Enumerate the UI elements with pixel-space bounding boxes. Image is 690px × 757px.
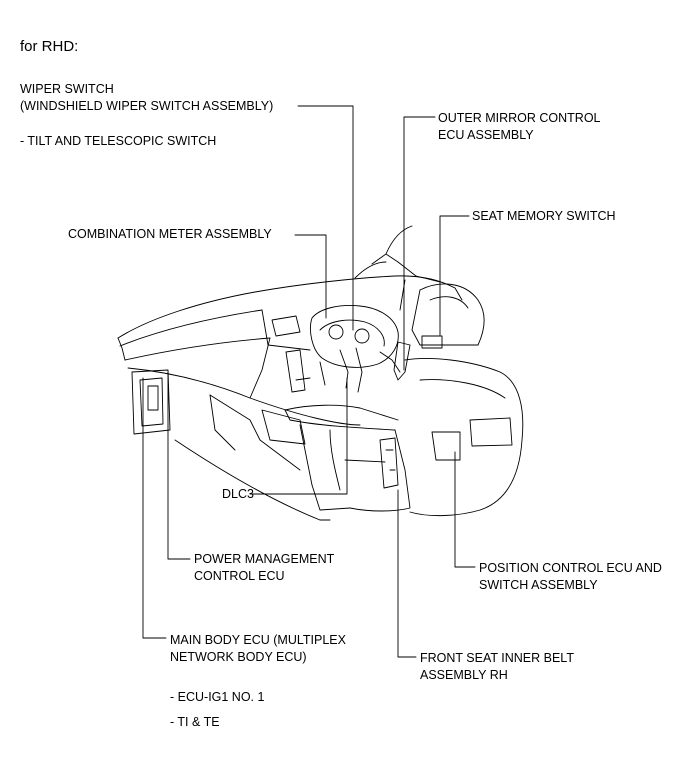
wiper-switch-label: WIPER SWITCH (WINDSHIELD WIPER SWITCH AS…: [20, 81, 273, 115]
main-body-ecu-label: MAIN BODY ECU (MULTIPLEX NETWORK BODY EC…: [170, 632, 346, 666]
power-management-line-2: CONTROL ECU: [194, 569, 285, 583]
outer-mirror-leader: [403, 116, 436, 371]
wiper-switch-line-1: WIPER SWITCH: [20, 82, 114, 96]
power-management-label: POWER MANAGEMENT CONTROL ECU: [194, 551, 334, 585]
dashboard-outline: [117, 253, 456, 521]
dlc3-label: DLC3: [222, 487, 254, 501]
power-management-leader: [167, 371, 191, 560]
front-seat-belt-line-1: FRONT SEAT INNER BELT: [420, 651, 574, 665]
outer-mirror-line-2: ECU ASSEMBLY: [438, 128, 534, 142]
front-seat-belt-label: FRONT SEAT INNER BELT ASSEMBLY RH: [420, 650, 574, 684]
power-management-line-1: POWER MANAGEMENT: [194, 552, 335, 566]
position-control-leader: [454, 451, 476, 568]
leader-lines: [142, 105, 476, 658]
position-control-label: POSITION CONTROL ECU AND SWITCH ASSEMBLY: [479, 560, 662, 594]
main-body-ecu-line-2: NETWORK BODY ECU): [170, 650, 307, 664]
wiper-switch-line-2: (WINDSHIELD WIPER SWITCH ASSEMBLY): [20, 99, 274, 113]
tilt-telescopic-switch-label: - TILT AND TELESCOPIC SWITCH: [20, 134, 217, 148]
windshield-outline: [385, 225, 463, 311]
seat-memory-leader: [439, 215, 470, 336]
ecu-ig1-label: - ECU-IG1 NO. 1: [170, 690, 265, 704]
main-body-ecu-leader: [142, 377, 167, 639]
outer-mirror-line-1: OUTER MIRROR CONTROL: [438, 111, 601, 125]
front-seat-belt-line-2: ASSEMBLY RH: [420, 668, 508, 682]
outer-mirror-label: OUTER MIRROR CONTROL ECU ASSEMBLY: [438, 110, 601, 144]
position-control-line-2: SWITCH ASSEMBLY: [479, 578, 598, 592]
wiper-switch-leader: [297, 105, 354, 331]
combination-meter-label: COMBINATION METER ASSEMBLY: [68, 227, 272, 241]
combination-meter-leader: [294, 234, 327, 319]
dlc3-leader: [249, 377, 348, 495]
seat-memory-switch-label: SEAT MEMORY SWITCH: [472, 209, 616, 223]
main-body-ecu-line-1: MAIN BODY ECU (MULTIPLEX: [170, 633, 346, 647]
position-control-line-1: POSITION CONTROL ECU AND: [479, 561, 662, 575]
ti-te-label: - TI & TE: [170, 715, 220, 729]
driver-seat: [379, 283, 524, 517]
front-seat-belt-leader: [397, 489, 417, 658]
diagram-heading: for RHD:: [20, 38, 79, 55]
